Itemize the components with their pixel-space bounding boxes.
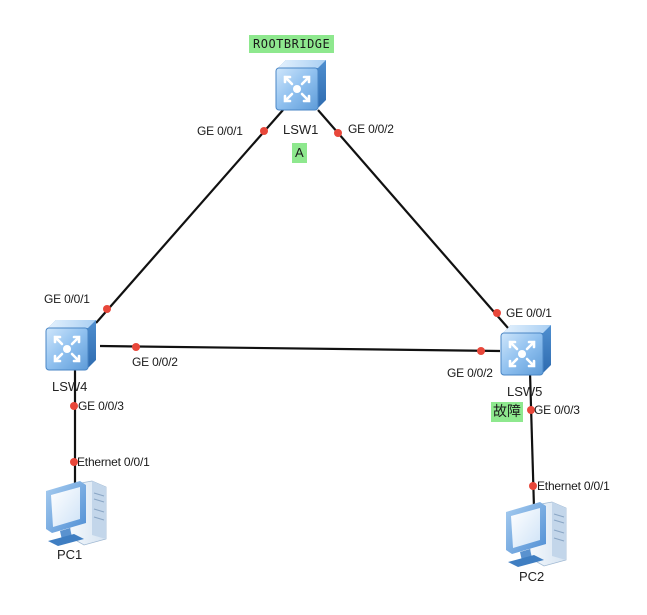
port-dot-lsw5-ge002 — [477, 347, 485, 355]
lsw5-fault-badge: 故障 — [491, 402, 523, 422]
link-lsw4-lsw5[interactable] — [99, 344, 501, 353]
pc1-label: PC1 — [57, 547, 83, 562]
port-label-pc2-eth001: Ethernet 0/0/1 — [537, 479, 610, 493]
port-dot-lsw1-ge001 — [260, 127, 268, 135]
port-label-lsw4-ge002: GE 0/0/2 — [132, 355, 178, 369]
port-label-lsw1-ge001: GE 0/0/1 — [197, 124, 243, 138]
lsw5-switch-icon[interactable] — [499, 323, 553, 377]
port-dot-lsw5-ge001 — [493, 309, 501, 317]
pc1-pc-icon[interactable] — [45, 480, 107, 547]
rootbridge-badge: ROOTBRIDGE — [249, 35, 335, 53]
pc2-pc-icon[interactable] — [505, 501, 567, 568]
port-label-lsw5-ge003: GE 0/0/3 — [534, 403, 580, 417]
port-dot-lsw4-ge001 — [103, 305, 111, 313]
port-dot-lsw4-ge002 — [132, 343, 140, 351]
port-dot-lsw1-ge002 — [334, 129, 342, 137]
port-label-lsw5-ge001: GE 0/0/1 — [506, 306, 552, 320]
port-dot-pc2-eth001 — [529, 482, 537, 490]
port-dot-lsw5-ge003 — [527, 406, 535, 414]
port-dot-lsw4-ge003 — [70, 402, 78, 410]
link-lsw1-lsw4[interactable] — [95, 109, 284, 324]
lsw1-switch-icon[interactable] — [274, 58, 328, 112]
port-label-lsw4-ge001: GE 0/0/1 — [44, 292, 90, 306]
link-lsw1-lsw5[interactable] — [317, 109, 509, 329]
lsw4-label: LSW4 — [52, 379, 88, 394]
lsw4-switch-icon[interactable] — [44, 318, 98, 372]
port-label-lsw4-ge003: GE 0/0/3 — [78, 399, 124, 413]
port-label-lsw1-ge002: GE 0/0/2 — [348, 122, 394, 136]
lsw1-state-badge: A — [292, 143, 307, 163]
port-dot-pc1-eth001 — [70, 458, 78, 466]
lsw5-label: LSW5 — [507, 384, 543, 399]
port-label-lsw5-ge002: GE 0/0/2 — [447, 366, 493, 380]
pc2-label: PC2 — [519, 569, 545, 584]
port-label-pc1-eth001: Ethernet 0/0/1 — [77, 455, 150, 469]
lsw1-label: LSW1 — [283, 122, 319, 137]
